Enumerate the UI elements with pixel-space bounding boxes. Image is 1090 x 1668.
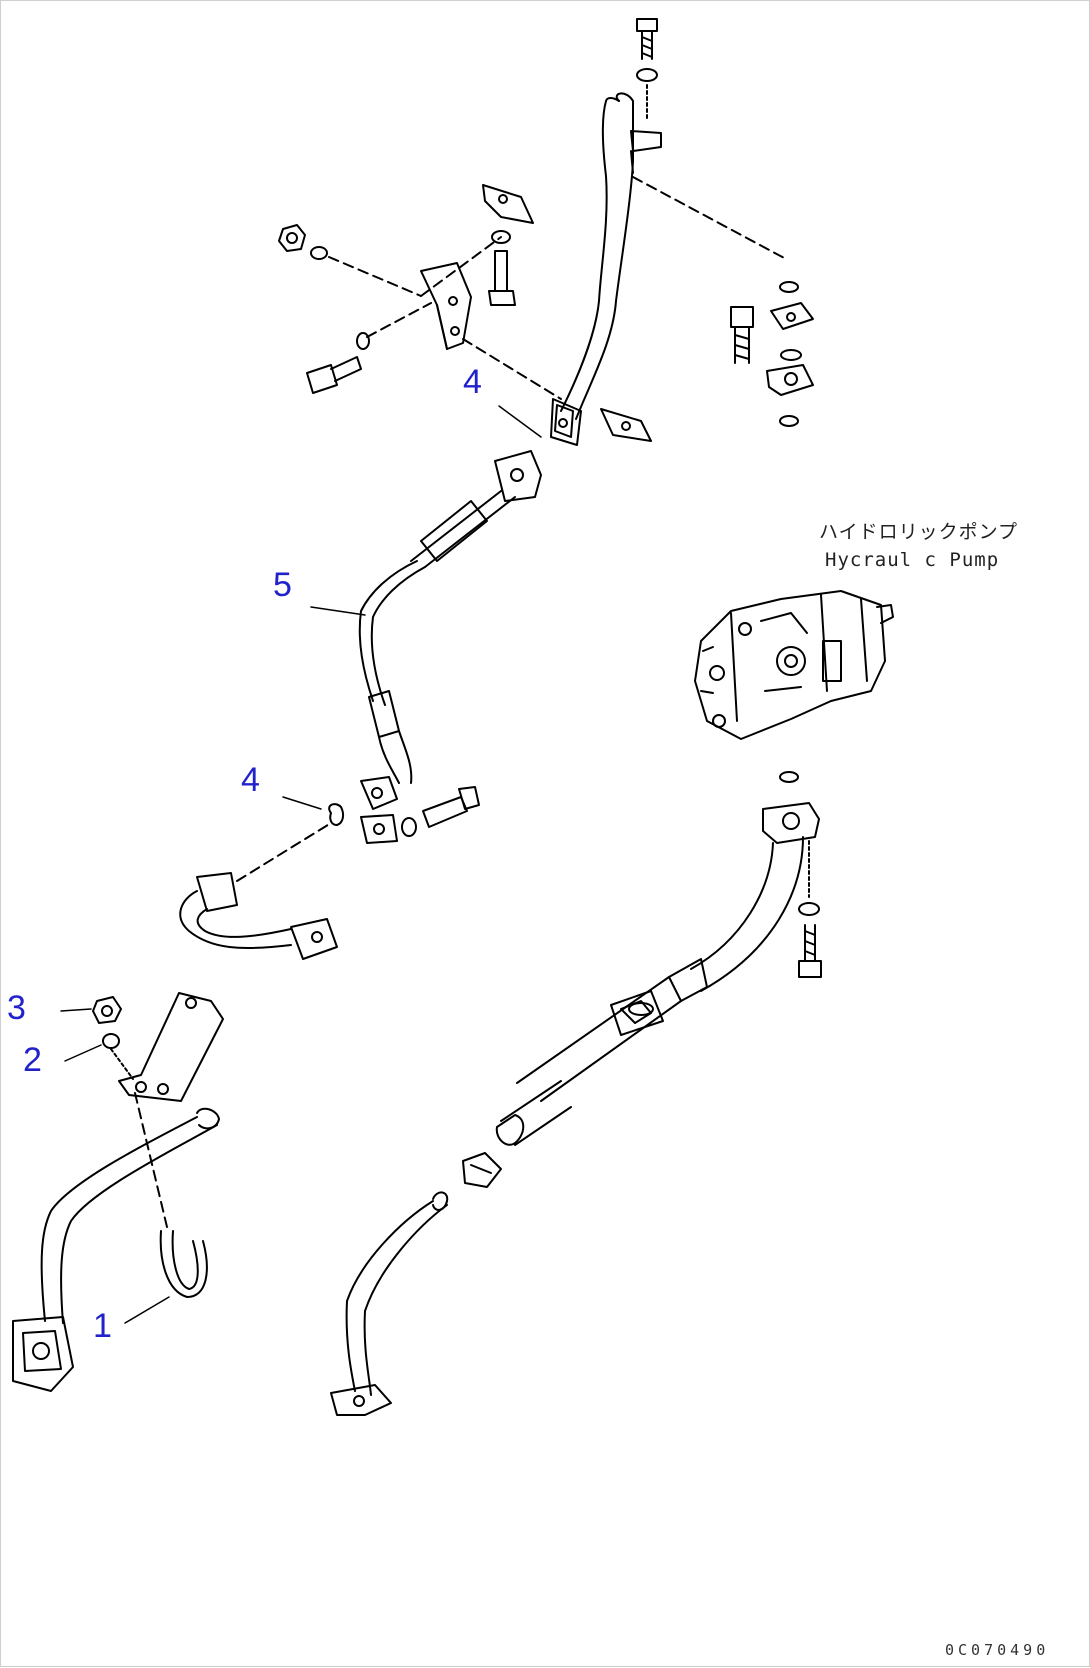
hose-assembly	[358, 490, 516, 784]
u-bolt-item-1	[159, 1230, 208, 1298]
hose-flange-upper	[494, 450, 542, 502]
flange-washer-right	[798, 902, 820, 916]
o-ring-pump	[779, 771, 799, 783]
pump-label-jp: ハイドロリックポンプ	[819, 521, 1019, 543]
suction-pipe-upper	[690, 836, 804, 992]
pump-flange	[762, 802, 820, 844]
document-code: 0C070490	[945, 1641, 1050, 1659]
washer-item-2	[102, 1033, 120, 1049]
hose-pipe-lower	[495, 1080, 572, 1146]
small-clamp	[600, 408, 652, 442]
top-bolt	[636, 18, 658, 60]
pipe-bracket-top	[630, 130, 662, 174]
callout-item-3: 3	[7, 989, 26, 1027]
top-washer	[636, 68, 658, 82]
mount-bracket	[420, 262, 472, 350]
tank-pipe	[330, 1191, 449, 1416]
callout-item-4-lower: 4	[241, 761, 260, 799]
leader-lines	[60, 405, 542, 1324]
o-ring-bottom	[779, 415, 799, 427]
short-pipe	[179, 872, 338, 960]
callout-item-4-upper: 4	[463, 363, 482, 401]
o-ring-mid	[780, 349, 802, 361]
top-clamp-plate	[482, 184, 534, 224]
o-ring-top	[779, 281, 799, 293]
upper-pipe	[560, 92, 634, 420]
bracket-bolt	[488, 250, 516, 306]
flange-bolt-lower	[798, 924, 822, 978]
split-flange-lower	[766, 364, 814, 396]
callout-item-2: 2	[23, 1041, 42, 1079]
hose-end-clamp	[360, 776, 398, 844]
split-flange-upper	[770, 302, 814, 330]
bracket-washer	[491, 230, 511, 244]
hose-washer	[401, 817, 417, 837]
bolt-lower-left	[306, 356, 362, 394]
washer-lower-left	[356, 332, 370, 350]
hose-band-lower	[462, 1152, 502, 1188]
hydraulic-pump	[694, 590, 894, 740]
callout-item-5: 5	[273, 566, 292, 604]
washer-upper-left	[310, 246, 328, 260]
lower-bracket	[118, 992, 224, 1102]
nut-upper-left	[278, 224, 306, 252]
return-pipe	[12, 1107, 220, 1392]
hose-band-upper	[620, 1000, 652, 1024]
hose-bolt	[422, 786, 480, 828]
upper-pipe-flange	[550, 398, 582, 446]
flange-bolt-right	[730, 306, 754, 364]
o-ring-hose	[328, 803, 345, 826]
pump-label-en: Hycraul c Pump	[825, 549, 1000, 571]
callout-item-1: 1	[93, 1307, 112, 1345]
nut-item-3	[92, 996, 122, 1024]
suction-hose	[516, 958, 708, 1102]
